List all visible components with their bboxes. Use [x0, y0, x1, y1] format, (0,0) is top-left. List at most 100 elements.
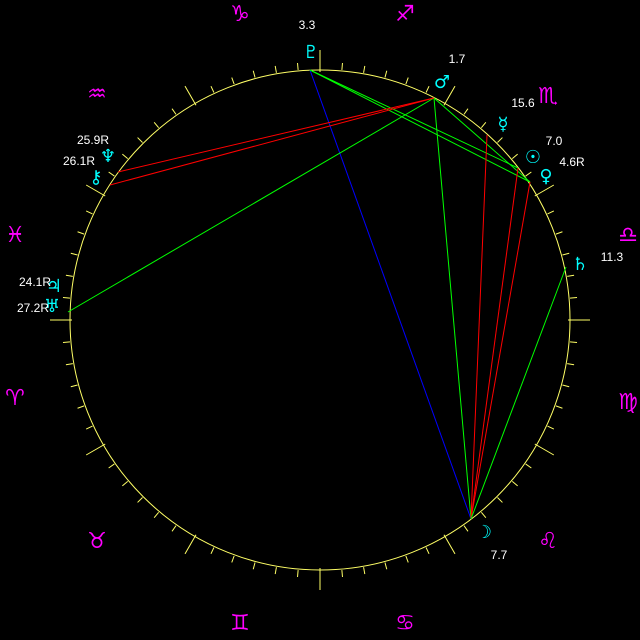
degree-tick	[511, 480, 518, 487]
sign-aquarius-icon: ♒	[87, 82, 107, 107]
degree-tick	[171, 108, 177, 115]
degree-tick	[137, 137, 143, 143]
degree-tick	[153, 122, 160, 129]
wheel-circle	[69, 69, 571, 571]
degree-tick	[85, 210, 93, 215]
sign-pisces-icon: ♓	[5, 223, 25, 248]
degree-tick	[463, 525, 469, 532]
degree-tick	[497, 497, 503, 503]
degree-tick	[65, 274, 73, 277]
sign-boundary-tick	[85, 184, 106, 197]
sign-boundary-tick	[534, 184, 555, 197]
degree-tick	[297, 570, 299, 578]
pluto-degree-label: 3.3	[299, 18, 316, 32]
mars-icon: ♂	[434, 72, 450, 93]
mercury-degree-label: 15.6	[511, 96, 535, 110]
sign-aries-icon: ♈	[5, 386, 25, 411]
degree-tick	[77, 405, 85, 409]
degree-tick	[405, 555, 409, 563]
degree-tick	[297, 62, 299, 70]
degree-tick	[231, 77, 235, 85]
degree-tick	[525, 171, 532, 177]
degree-tick	[570, 341, 578, 343]
degree-tick	[210, 85, 215, 93]
aspect-line-pluto-venus	[309, 69, 531, 183]
aspect-line-mars-uranus	[67, 97, 435, 313]
degree-tick	[70, 384, 78, 388]
sign-libra-icon: ♎	[618, 223, 638, 248]
degree-tick	[405, 77, 409, 85]
jupiter-icon: ♃	[46, 276, 62, 297]
degree-tick	[547, 425, 555, 430]
degree-tick	[425, 547, 430, 555]
degree-tick	[108, 171, 115, 177]
degree-tick	[77, 231, 85, 235]
degree-tick	[210, 547, 215, 555]
degree-tick	[171, 525, 177, 532]
sign-boundary-tick	[184, 534, 197, 555]
venus-icon: ♀	[539, 166, 552, 187]
degree-tick	[463, 108, 469, 115]
jupiter-degree-label: 24.1R	[19, 275, 51, 289]
sign-boundary-tick	[184, 85, 197, 106]
degree-tick	[363, 65, 366, 73]
moon-degree-label: 7.7	[491, 548, 508, 562]
aspect-line-pluto-moon	[309, 69, 472, 520]
degree-tick	[570, 297, 578, 299]
aspect-line-mars-neptune	[117, 97, 435, 173]
degree-tick	[62, 341, 70, 343]
degree-tick	[153, 511, 160, 518]
degree-tick	[547, 210, 555, 215]
degree-tick	[70, 252, 78, 256]
degree-tick	[497, 137, 503, 143]
chiron-icon: ⚷	[89, 167, 102, 188]
degree-tick	[341, 62, 343, 70]
degree-tick	[252, 70, 256, 78]
sun-degree-label: 7.0	[546, 134, 563, 148]
neptune-icon: ♆	[100, 146, 116, 167]
aspect-line-mars-venus	[433, 97, 531, 183]
sign-leo-icon: ♌	[538, 529, 558, 554]
venus-degree-label: 4.6R	[559, 155, 585, 169]
mercury-icon: ☿	[497, 114, 508, 135]
degree-tick	[562, 252, 570, 256]
degree-tick	[341, 570, 343, 578]
degree-tick	[525, 463, 532, 469]
aspect-line-mars-chiron	[109, 97, 435, 186]
aspect-line-venus-moon	[470, 181, 531, 520]
neptune-degree-label: 25.9R	[77, 133, 109, 147]
aspect-line-mars-moon	[433, 97, 472, 520]
degree-tick	[274, 567, 277, 575]
sign-boundary-tick	[534, 443, 555, 456]
sign-gemini-icon: ♊	[230, 611, 250, 636]
moon-icon: ☽	[476, 522, 492, 543]
degree-tick	[480, 511, 487, 518]
degree-tick	[425, 85, 430, 93]
sign-scorpio-icon: ♏	[538, 84, 558, 109]
sign-boundary-tick	[443, 85, 456, 106]
aspect-line-mercury-moon	[470, 134, 488, 520]
degree-tick	[62, 297, 70, 299]
degree-tick	[555, 405, 563, 409]
degree-tick	[555, 231, 563, 235]
sign-virgo-icon: ♍	[618, 390, 638, 415]
degree-tick	[562, 384, 570, 388]
pluto-icon: ♇	[303, 42, 319, 63]
aspect-line-sun-moon	[470, 167, 519, 520]
sign-boundary-tick	[443, 534, 456, 555]
degree-tick	[65, 363, 73, 366]
aspect-line-pluto-sun	[309, 69, 519, 169]
uranus-degree-label: 27.2R	[17, 301, 49, 315]
degree-tick	[274, 65, 277, 73]
aspect-line-saturn-moon	[470, 266, 567, 520]
degree-tick	[363, 567, 366, 575]
sign-taurus-icon: ♉	[87, 529, 107, 554]
degree-tick	[511, 153, 518, 160]
saturn-icon: ♄	[572, 254, 588, 275]
sign-cancer-icon: ♋	[395, 611, 415, 636]
degree-tick	[567, 363, 575, 366]
sign-capricorn-icon: ♑	[230, 2, 250, 27]
aspect-lines	[67, 69, 567, 520]
tick-marks	[50, 50, 590, 590]
degree-tick	[122, 153, 129, 160]
